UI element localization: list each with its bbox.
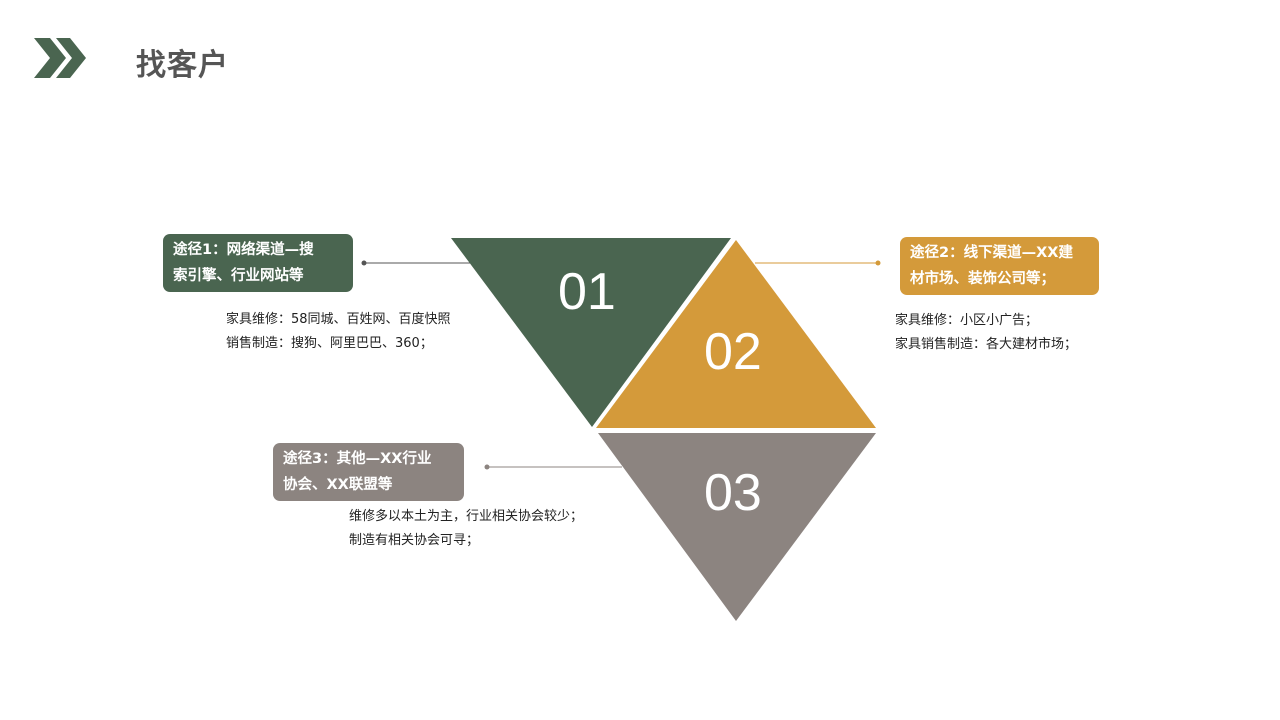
triangle-01 [451,238,731,427]
route-3-tag: 途径3：其他—XX行业 协会、XX联盟等 [273,443,464,501]
number-01: 01 [558,263,616,321]
route-3-desc-line1: 维修多以本土为主，行业相关协会较少； [349,509,584,524]
number-03: 03 [704,464,762,522]
triangle-03 [598,433,876,621]
route-1-tag: 途径1：网络渠道—搜 索引擎、行业网站等 [163,234,353,292]
route-1-desc-line2: 销售制造：搜狗、阿里巴巴、360； [226,336,433,351]
connector-03 [484,464,622,470]
route-3-tag-line1: 途径3：其他—XX行业 [283,451,432,467]
route-2-desc-line1: 家具维修：小区小广告； [895,313,1039,328]
double-chevron-icon [34,38,86,78]
number-02: 02 [704,323,762,381]
route-1-desc: 家具维修：58同城、百姓网、百度快照 销售制造：搜狗、阿里巴巴、360； [226,308,451,356]
route-3-desc-line2: 制造有相关协会可寻； [349,533,480,548]
route-2-tag: 途径2：线下渠道—XX建 材市场、装饰公司等； [900,237,1099,295]
route-1-tag-line1: 途径1：网络渠道—搜 [173,242,314,258]
route-2-tag-line1: 途径2：线下渠道—XX建 [910,245,1073,261]
page-title: 找客户 [136,48,229,83]
route-2-desc-line2: 家具销售制造：各大建材市场； [895,337,1078,352]
route-1-desc-line1: 家具维修：58同城、百姓网、百度快照 [226,312,451,327]
route-1-tag-line2: 索引擎、行业网站等 [173,268,304,284]
triangle-02 [596,240,876,428]
route-2-tag-line2: 材市场、装饰公司等； [910,271,1055,287]
connector-02 [755,260,881,266]
route-3-desc: 维修多以本土为主，行业相关协会较少； 制造有相关协会可寻； [349,505,583,553]
route-3-tag-line2: 协会、XX联盟等 [283,477,393,493]
connector-01 [361,260,470,266]
route-2-desc: 家具维修：小区小广告； 家具销售制造：各大建材市场； [895,309,1077,357]
